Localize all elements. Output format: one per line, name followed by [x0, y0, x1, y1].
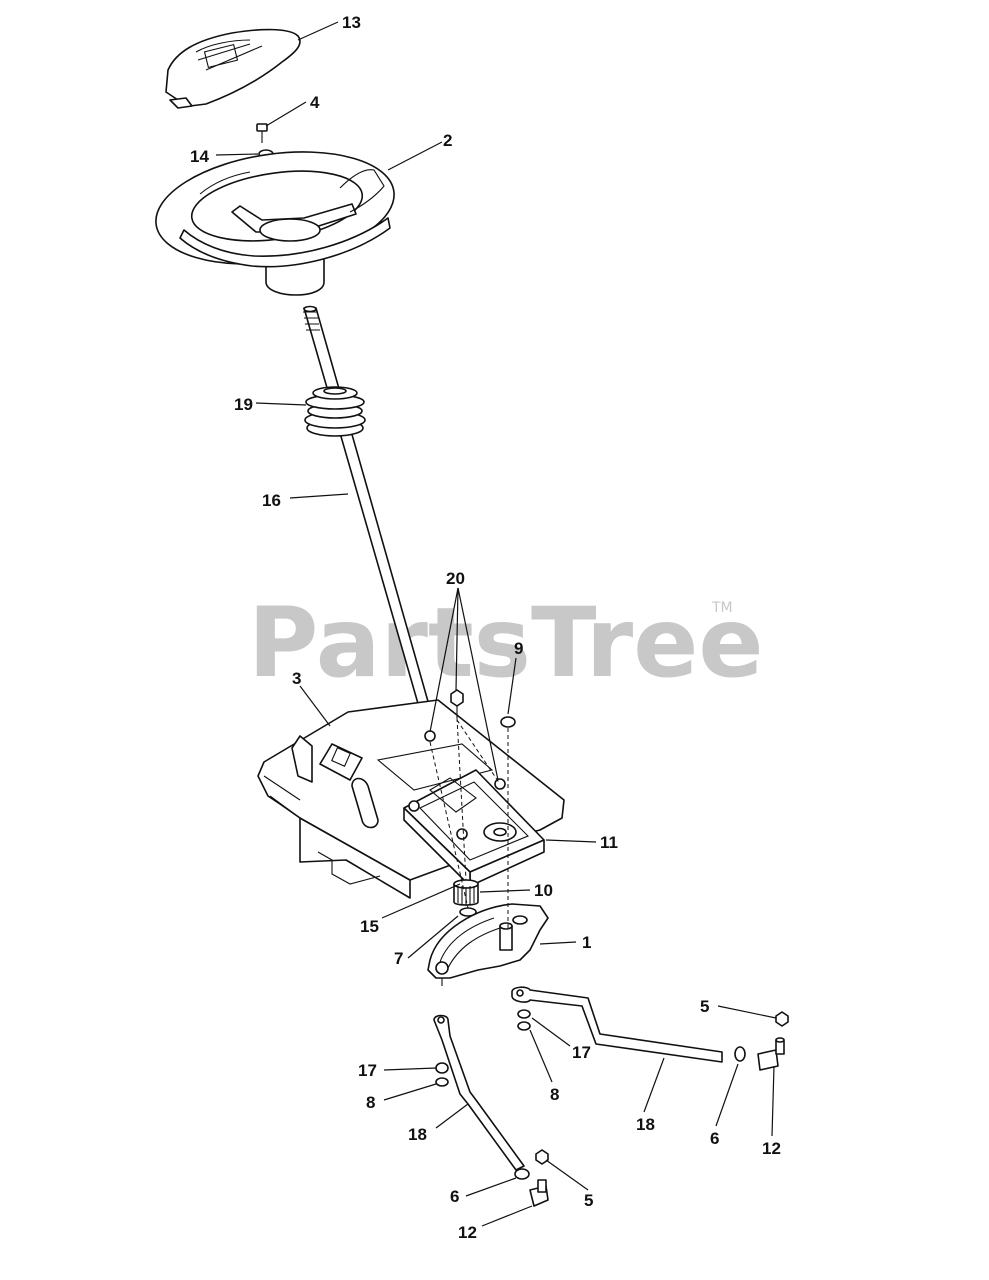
watermark-text: PartsTree — [248, 587, 763, 699]
bushing-part — [304, 386, 366, 437]
right-washer-part — [517, 1021, 531, 1031]
callout-4: 4 — [310, 93, 320, 112]
steering-wheel-part — [155, 151, 395, 296]
left-drag-link-part — [433, 1014, 525, 1171]
mounting-plate-part — [257, 699, 565, 899]
callout-18-right: 18 — [636, 1115, 655, 1134]
right-tie-rod-end-part — [757, 1037, 785, 1071]
callout-7: 7 — [394, 949, 403, 968]
gear-part — [453, 879, 479, 906]
sector-gear-part — [427, 903, 549, 986]
assembly-lines — [429, 717, 509, 930]
callout-2: 2 — [443, 131, 452, 150]
left-tie-rod-end-part — [529, 1179, 549, 1207]
right-jam-nut-part — [734, 1046, 746, 1062]
callout-15: 15 — [360, 917, 379, 936]
callout-17-left: 17 — [358, 1061, 377, 1080]
screws-part — [424, 689, 464, 742]
callout-12-left: 12 — [458, 1223, 477, 1242]
callout-16: 16 — [262, 491, 281, 510]
callout-labels: 13 4 14 2 19 16 20 9 3 11 10 15 7 1 5 17… — [190, 13, 781, 1242]
callout-6-left: 6 — [450, 1187, 459, 1206]
callout-5-right: 5 — [700, 997, 709, 1016]
left-locknut-part — [435, 1062, 449, 1074]
callout-6-right: 6 — [710, 1129, 719, 1148]
callout-18-left: 18 — [408, 1125, 427, 1144]
ring-part — [500, 716, 516, 728]
right-drag-link-part — [511, 986, 723, 1063]
callout-11: 11 — [600, 833, 618, 852]
left-nut-part — [535, 1149, 549, 1165]
bolt-part — [256, 123, 268, 143]
callout-19: 19 — [234, 395, 253, 414]
callout-1: 1 — [582, 933, 591, 952]
callout-9: 9 — [514, 639, 523, 658]
callout-12-right: 12 — [762, 1139, 781, 1158]
right-locknut-part — [517, 1009, 531, 1019]
left-jam-nut-part — [514, 1168, 530, 1180]
right-nut-part — [775, 1011, 789, 1027]
watermark-trademark: TM — [711, 600, 733, 616]
callout-13: 13 — [342, 13, 361, 32]
left-washer-part — [435, 1077, 449, 1087]
callout-14: 14 — [190, 147, 209, 166]
callout-8-right: 8 — [550, 1085, 559, 1104]
callout-20: 20 — [446, 569, 465, 588]
callout-8-left: 8 — [366, 1093, 375, 1112]
leader-lines — [215, 21, 777, 1227]
steering-cover-part — [165, 28, 301, 109]
callout-5-left: 5 — [584, 1191, 593, 1210]
callout-17-right: 17 — [572, 1043, 591, 1062]
callout-10: 10 — [534, 881, 553, 900]
steering-bracket-part — [403, 769, 545, 887]
callout-3: 3 — [292, 669, 301, 688]
